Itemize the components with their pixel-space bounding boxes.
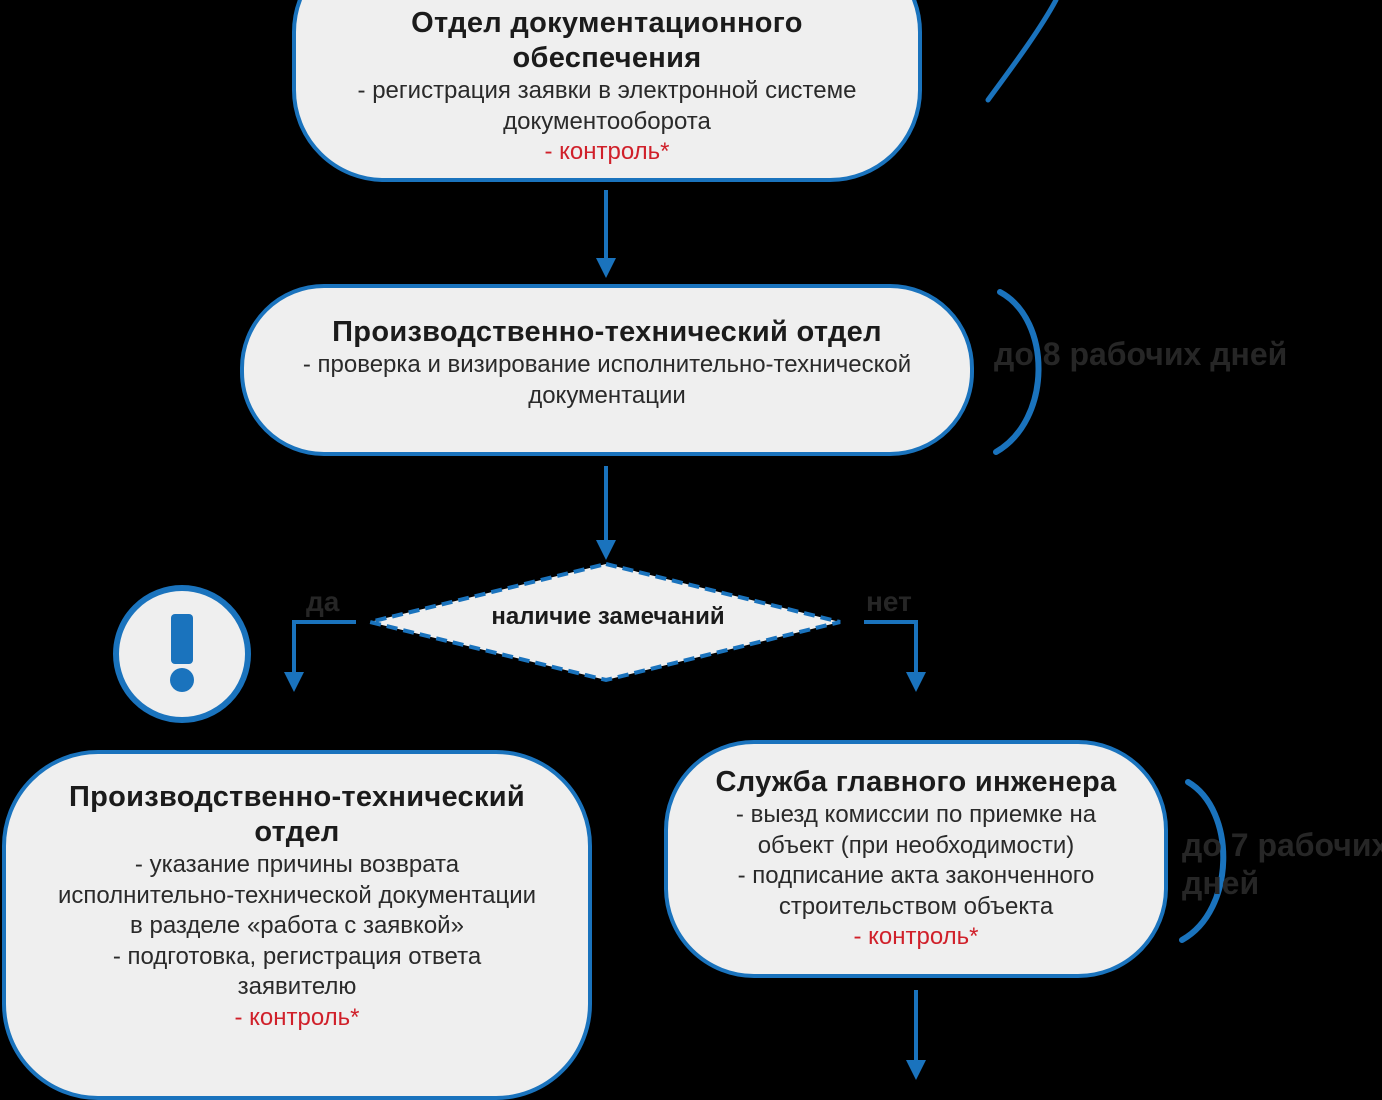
step-pto-return: Производственно-технический отдел - указ… [2, 750, 592, 1100]
step-pto-return-line-5: заявителю [237, 973, 357, 1000]
arrow-yes-branch [284, 620, 356, 692]
arrow-no-branch [864, 620, 926, 692]
step-pto-return-title-2: отдел [254, 816, 340, 848]
step-pto-check-title: Производственно-технический отдел [332, 316, 882, 348]
step-pto-check-line-1: - проверка и визирование исполнительно-т… [302, 351, 912, 378]
step-chief-engineer-line-3: - подписание акта законченного [737, 862, 1095, 890]
step-chief-engineer: Служба главного инженера - выезд комисси… [664, 740, 1168, 978]
step-chief-engineer-title: Служба главного инженера [715, 766, 1117, 799]
step-pto-check-line-2: документации [528, 381, 686, 409]
step-doc-dept-line-1: - регистрация заявки в электронной систе… [357, 77, 857, 105]
incoming-curve [985, 0, 1059, 103]
step-doc-dept-control: - контроль* [544, 138, 670, 166]
step-pto-return-line-3: в разделе «работа с заявкой» [130, 912, 464, 939]
step-pto-return-control: - контроль* [234, 1003, 360, 1031]
step-pto-return-line-1: - указание причины возврата [134, 851, 460, 878]
decision-diamond [369, 561, 841, 683]
step-chief-engineer-line-1: - выезд комиссии по приемке на [735, 801, 1097, 829]
duration-bracket-chief [1179, 779, 1227, 943]
step-pto-return-line-4: - подготовка, регистрация ответа [112, 942, 482, 970]
step-chief-engineer-line-2: объект (при необходимости) [757, 831, 1075, 859]
duration-bracket-pto [993, 289, 1042, 455]
decision-label: наличие замечаний [491, 603, 725, 630]
step-pto-return-title-1: Производственно-технический [68, 781, 526, 813]
duration-pto-label: до 8 рабочих дней [994, 336, 1288, 372]
step-doc-dept-line-2: документооборота [503, 107, 711, 135]
step-pto-check: Производственно-технический отдел - пров… [240, 284, 974, 456]
decision-yes-label: да [306, 586, 340, 617]
decision-no-label: нет [866, 586, 912, 617]
duration-chief-label: до 7 рабочих дней [1182, 827, 1382, 901]
step-chief-engineer-line-4: строительством объекта [778, 892, 1054, 920]
step-doc-dept-title: Отдел документационного обеспечения [411, 7, 803, 75]
exclamation-icon [113, 585, 251, 723]
step-pto-return-line-2: исполнительно-технической документации [57, 881, 537, 909]
step-doc-dept: Отдел документационного обеспечения - ре… [292, 0, 922, 182]
step-chief-engineer-control: - контроль* [853, 923, 979, 951]
